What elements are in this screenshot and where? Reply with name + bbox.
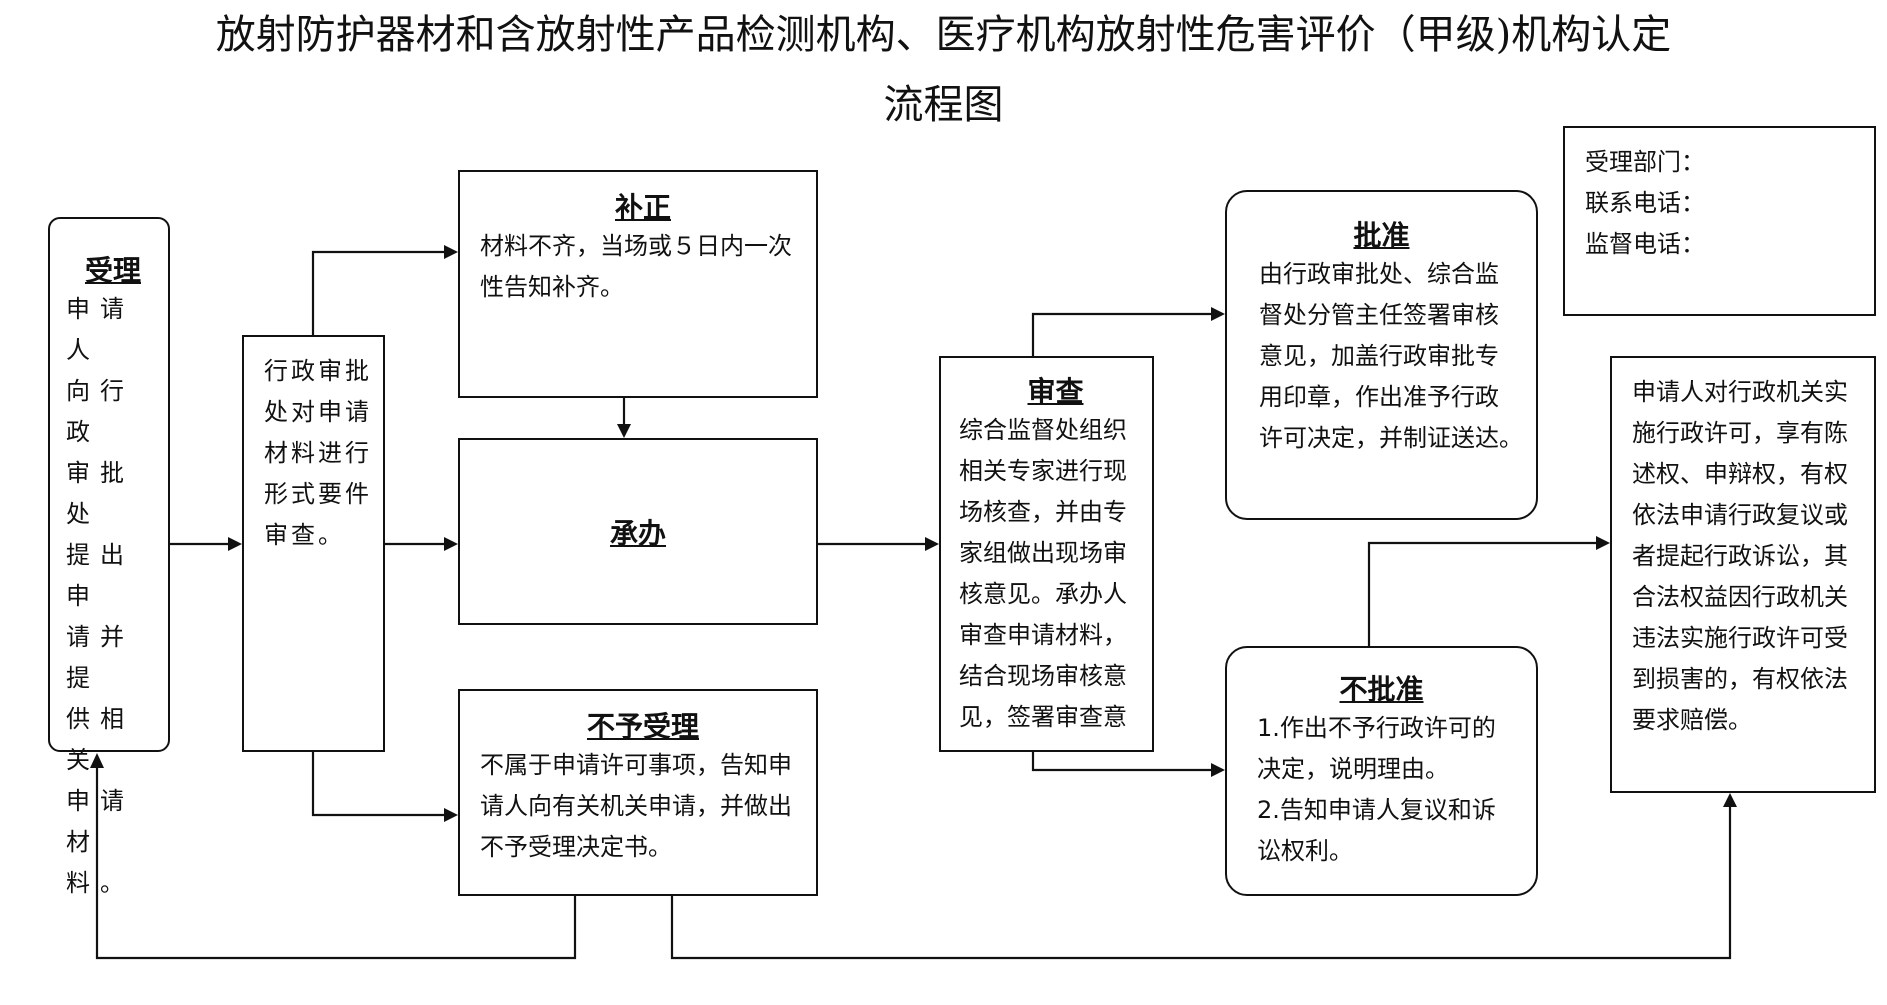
- connector-reject-to-accept: [95, 768, 577, 960]
- node-applicant-rights: 申请人对行政机关实 施行政许可，享有陈 述权、申辩权，有权 依法申请行政复议或 …: [1610, 356, 1876, 793]
- node-accept-text: 申请人 向行政 审批处 提出申 请并提 供相关 申请材 料。: [66, 295, 134, 897]
- node-reject-accept-text: 不属于申请许可事项，告知申 请人向有关机关申请，并做出 不予受理决定书。: [480, 751, 792, 861]
- node-approve-title: 批准: [1353, 219, 1410, 252]
- node-reject-accept-title: 不予受理: [586, 710, 699, 743]
- arrowhead: [228, 537, 242, 551]
- contact-info-box: 受理部门： 联系电话： 监督电话：: [1563, 126, 1876, 316]
- node-applicant-rights-text: 申请人对行政机关实 施行政许可，享有陈 述权、申辩权，有权 依法申请行政复议或 …: [1632, 378, 1848, 734]
- node-disapprove-text: 1.作出不予行政许可的 决定，说明理由。 2.告知申请人复议和诉 讼权利。: [1257, 714, 1496, 865]
- node-accept-title: 受理: [84, 254, 141, 287]
- node-correction-title: 补正: [614, 191, 671, 224]
- node-approve: 批准 由行政审批处、综合监 督处分管主任签署审核 意见，加盖行政审批专 用印章，…: [1225, 190, 1538, 520]
- connector-review-to-approve: [1031, 312, 1211, 356]
- node-accept: 受理 申请人 向行政 审批处 提出申 请并提 供相关 申请材 料。: [48, 217, 170, 897]
- arrowhead: [444, 537, 458, 551]
- contact-department: 受理部门：: [1585, 148, 1705, 176]
- connector-formal-to-reject: [311, 752, 444, 817]
- contact-supervision: 监督电话：: [1585, 230, 1705, 258]
- node-approve-text: 由行政审批处、综合监 督处分管主任签署审核 意见，加盖行政审批专 用印章，作出准…: [1259, 260, 1523, 452]
- node-review-title: 审查: [1027, 375, 1084, 408]
- node-disapprove: 不批准 1.作出不予行政许可的 决定，说明理由。 2.告知申请人复议和诉 讼权利…: [1225, 646, 1538, 896]
- arrowhead: [1723, 793, 1737, 807]
- node-review-text: 综合监督处组织 相关专家进行现 场核查，并由专 家组做出现场审 核意见。承办人 …: [959, 416, 1127, 731]
- node-review: 审查 综合监督处组织 相关专家进行现 场核查，并由专 家组做出现场审 核意见。承…: [939, 356, 1154, 752]
- node-correction-text: 材料不齐，当场或５日内一次 性告知补齐。: [480, 232, 792, 301]
- connector-disapprove-to-rights: [1367, 541, 1596, 646]
- node-reject-accept: 不予受理 不属于申请许可事项，告知申 请人向有关机关申请，并做出 不予受理决定书…: [458, 689, 818, 896]
- node-formal-review-text: 行政审批 处对申请 材料进行 形式要件 审查。: [264, 357, 372, 549]
- node-formal-review: 行政审批 处对申请 材料进行 形式要件 审查。: [242, 335, 385, 752]
- contact-phone: 联系电话：: [1585, 189, 1705, 217]
- node-handle: 承办: [458, 438, 818, 625]
- arrowhead: [444, 808, 458, 822]
- arrowhead: [1211, 307, 1225, 321]
- arrowhead: [90, 753, 104, 768]
- page-title: 放射防护器材和含放射性产品检测机构、医疗机构放射性危害评价（甲级)机构认定: [215, 12, 1672, 58]
- arrowhead: [1211, 763, 1225, 777]
- connector-reject-to-rights: [670, 807, 1732, 960]
- node-handle-title: 承办: [609, 516, 666, 550]
- node-disapprove-title: 不批准: [1339, 673, 1424, 706]
- connector-review-to-disapprove: [1031, 752, 1211, 772]
- arrowhead: [925, 537, 939, 551]
- arrowhead: [1596, 536, 1610, 550]
- connector-formal-to-correction: [311, 250, 444, 335]
- arrowhead: [444, 245, 458, 259]
- node-correction: 补正 材料不齐，当场或５日内一次 性告知补齐。: [458, 170, 818, 398]
- page-subtitle: 流程图: [883, 82, 1004, 128]
- arrowhead: [617, 424, 631, 438]
